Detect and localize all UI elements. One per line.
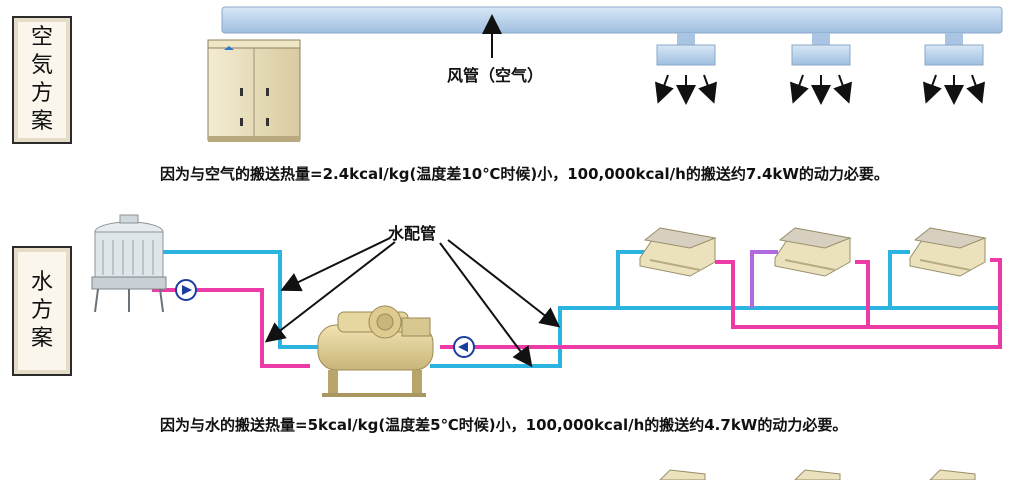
branch-pipe (750, 250, 778, 308)
air-scheme-label-char: 方 (30, 81, 53, 106)
water-scheme-label-char: 案 (30, 326, 53, 351)
cassette-unit-icon (639, 227, 717, 277)
chiller-icon (317, 305, 434, 397)
duct-drop-2 (791, 33, 851, 66)
water-scheme-label: 水 方 案 (12, 246, 72, 376)
air-scheme-label: 空 気 方 案 (12, 16, 72, 144)
water-scheme-label-char: 方 (30, 298, 53, 323)
water-pipe-label: 水配管 (388, 224, 437, 243)
water-scheme-label-char: 水 (30, 270, 53, 295)
airflow-arrow-icon (655, 74, 985, 105)
main-duct (221, 6, 1003, 34)
air-scheme-label-char: 案 (30, 109, 53, 134)
cassette-unit-icon (909, 227, 987, 277)
duct-label: 风管（空气） (447, 66, 544, 85)
air-scheme-label-char: 空 (30, 25, 53, 50)
duct-drop-3 (924, 33, 984, 66)
pipe-callout-arrows (264, 237, 561, 368)
air-handling-unit-icon (207, 39, 301, 142)
cooling-tower-icon (91, 214, 167, 313)
pump-icon (175, 279, 197, 301)
air-scheme-label-char: 気 (30, 53, 53, 78)
cassette-unit-icon-partial (659, 469, 976, 480)
water-scheme-caption: 因为与水的搬送热量=5kcal/kg(温度差5℃时候)小，100,000kcal… (160, 416, 848, 434)
pump-icon (453, 336, 475, 358)
air-scheme-caption: 因为与空气的搬送热量=2.4kcal/kg(温度差10℃时候)小，100,000… (160, 165, 889, 183)
cassette-unit-icon (774, 227, 852, 277)
duct-drop-1 (656, 33, 716, 66)
supply-pipe (152, 250, 1000, 368)
return-pipe (152, 258, 1002, 368)
